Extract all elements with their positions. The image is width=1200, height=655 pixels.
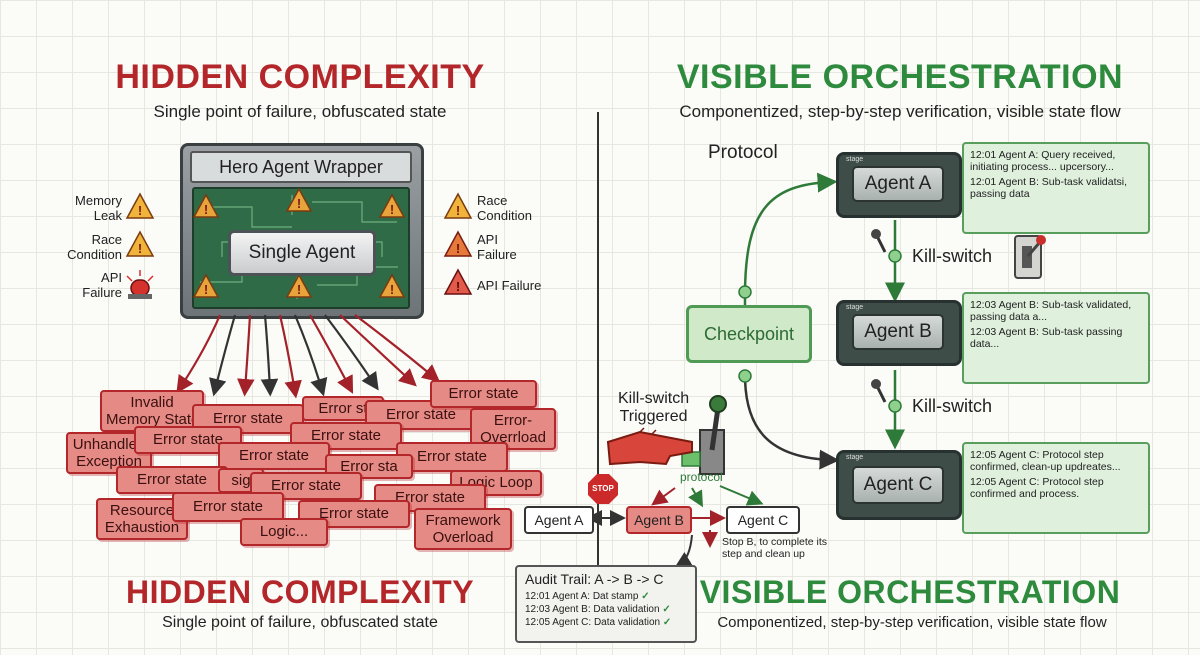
svg-text:!: ! [456, 279, 460, 294]
audit-trail: Audit Trail: A -> B -> C 12:01 Agent A: … [515, 565, 697, 643]
error-card: Error state [172, 492, 284, 522]
svg-text:!: ! [297, 196, 301, 211]
stage-tag: stage [846, 304, 864, 311]
warning-icon: ! [443, 268, 473, 295]
hand-icon [606, 427, 693, 466]
left-title-top: HIDDEN COMPLEXITY [115, 58, 485, 96]
toggle-switch-icon [1014, 235, 1046, 279]
stage-tag: stage [846, 454, 864, 461]
svg-text:!: ! [204, 202, 208, 217]
right-subtitle-top: Componentized, step-by-step verification… [679, 102, 1121, 121]
agent-c-label: Agent C [852, 466, 944, 504]
error-card: Error-Overrload [470, 408, 556, 450]
center-divider [597, 112, 599, 582]
error-card: Error state [116, 466, 228, 494]
warning-icon: ! [125, 230, 155, 257]
stage-tag: stage [846, 156, 864, 163]
protocol-label: Protocol [708, 142, 778, 163]
check-icon: ✓ [662, 617, 672, 628]
alarm-light-icon [126, 270, 154, 299]
mini-agent-a: Agent A [524, 506, 594, 534]
audit-line: 12:03 Agent B: Data validation ✓ [525, 604, 671, 615]
kill-lever-scene [606, 395, 727, 475]
mini-agent-b: Agent B [626, 506, 692, 534]
svg-text:!: ! [390, 202, 394, 217]
warning-icon: ! [443, 230, 473, 257]
lever-icon [871, 379, 887, 403]
left-title-bottom: HIDDEN COMPLEXITY [125, 574, 475, 610]
lever-icon [871, 229, 887, 253]
audit-line: 12:05 Agent C: Data validation ✓ [525, 617, 672, 628]
protocol-small-label: protocol [680, 470, 723, 484]
kill-switch-label-2: Kill-switch [912, 396, 993, 416]
warning-icon: ! [192, 193, 220, 218]
error-card: Error state [290, 422, 402, 450]
side-label-right-3: API Failure [477, 278, 542, 293]
warning-icons-left: ! ! [125, 192, 155, 299]
lever-icon [681, 395, 727, 475]
agent-c-log: 12:05 Agent C: Protocol step confirmed, … [962, 442, 1150, 534]
stop-sign-icon: STOP [588, 474, 618, 504]
warning-icon: ! [125, 192, 155, 219]
error-card: Error state [298, 500, 410, 528]
warning-icon: ! [443, 192, 473, 219]
single-agent-core: Single Agent [228, 230, 376, 276]
wrapper-label: Hero Agent Wrapper [190, 151, 412, 183]
right-title-top: VISIBLE ORCHESTRATION [676, 58, 1124, 96]
svg-text:!: ! [390, 282, 394, 297]
warning-icon: ! [285, 273, 313, 298]
svg-text:!: ! [204, 282, 208, 297]
error-card: Error state [374, 484, 486, 512]
mini-agent-c: Agent C [726, 506, 800, 534]
orchestration-connectors [738, 172, 1046, 470]
failure-arrows [176, 314, 441, 399]
check-icon: ✓ [662, 604, 671, 615]
warning-icon: ! [192, 273, 220, 298]
svg-text:!: ! [138, 203, 142, 218]
warning-icon: ! [285, 187, 313, 212]
warning-icon: ! [378, 273, 406, 298]
warning-icons-right: ! ! ! [443, 192, 473, 295]
check-icon: ✓ [641, 591, 650, 602]
warning-icon: ! [378, 193, 406, 218]
svg-text:!: ! [456, 203, 460, 218]
error-card: Logic... [240, 518, 328, 546]
warning-icons-board: ! ! ! ! ! ! [192, 187, 406, 298]
error-card: Error state [218, 442, 330, 470]
audit-line: 12:01 Agent A: Dat stamp ✓ [525, 591, 650, 602]
left-subtitle-top: Single point of failure, obfuscated stat… [153, 102, 447, 121]
error-card: Error state [430, 380, 537, 408]
audit-title: Audit Trail: A -> B -> C [525, 571, 664, 587]
left-subtitle-bottom: Single point of failure, obfuscated stat… [162, 614, 438, 631]
right-subtitle-bottom: Componentized, step-by-step verification… [717, 614, 1107, 631]
svg-text:!: ! [138, 241, 142, 256]
svg-text:!: ! [456, 241, 460, 256]
kill-switch-label-1: Kill-switch [912, 246, 993, 266]
checkpoint-node: Checkpoint [686, 305, 812, 363]
error-card: Error state [134, 426, 242, 454]
agent-b-log: 12:03 Agent B: Sub-task validated, passi… [962, 292, 1150, 384]
agent-a-label: Agent A [852, 166, 944, 202]
agent-a-log: 12:01 Agent A: Query received, initiatin… [962, 142, 1150, 234]
right-title-bottom: VISIBLE ORCHESTRATION [699, 574, 1121, 610]
mini-flow-arrows [586, 485, 764, 568]
agent-b-label: Agent B [852, 314, 944, 350]
svg-text:!: ! [297, 282, 301, 297]
